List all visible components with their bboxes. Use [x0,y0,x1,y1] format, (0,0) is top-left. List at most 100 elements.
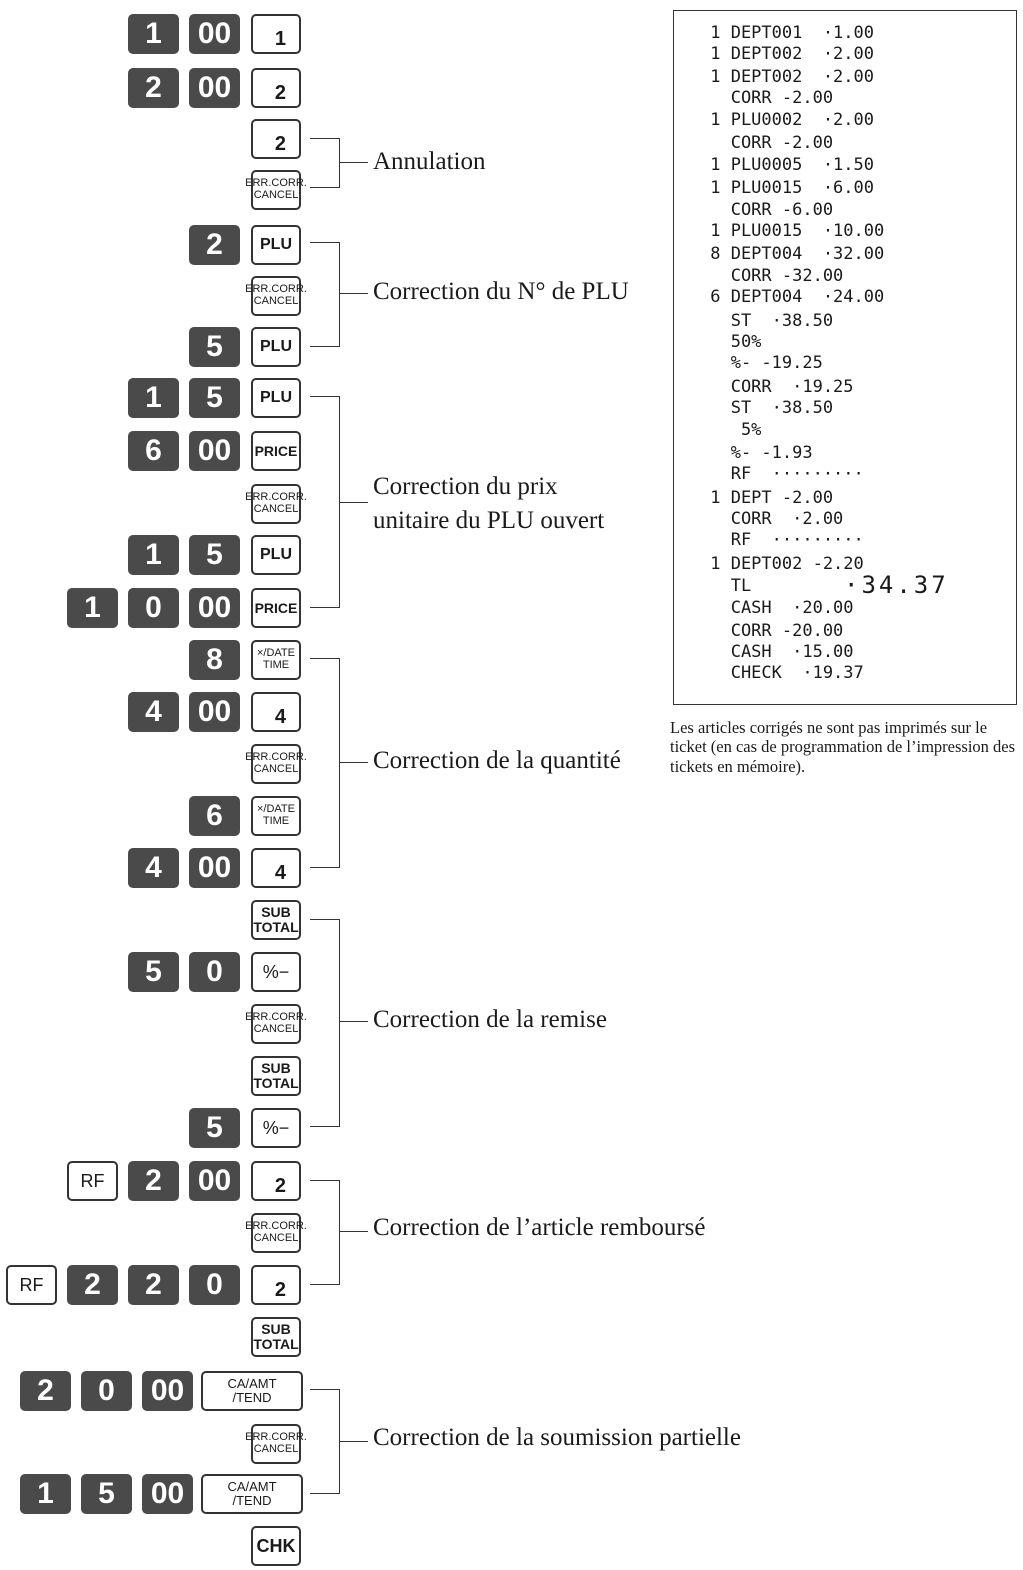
key-2[interactable]: 2 [128,1161,179,1201]
key-0[interactable]: 0 [81,1371,132,1411]
label-plu-number: Correction du N° de PLU [373,278,629,305]
receipt-line: CORR ·2.00 [700,509,844,529]
receipt-line: CORR -2.00 [700,88,834,108]
receipt-line: CHECK ·19.37 [700,663,864,683]
key-00[interactable]: 00 [189,848,240,888]
receipt-line: 1 DEPT001 ·1.00 [700,23,874,43]
key-00[interactable]: 00 [189,588,240,628]
err-corr-cancel-key[interactable]: ERR.CORR.CANCEL [245,1004,307,1044]
brace-plu-number [310,242,340,347]
key-5[interactable]: 5 [189,327,240,367]
dept-2-key[interactable]: 2 [251,1265,301,1305]
key-4[interactable]: 4 [128,848,179,888]
key-2[interactable]: 2 [189,225,240,265]
label-discount: Correction de la remise [373,1006,607,1033]
brace-quantity [310,658,340,868]
receipt-line: 50% [700,332,762,352]
key-00[interactable]: 00 [189,431,240,471]
receipt-line: 6 DEPT004 ·24.00 [700,287,885,307]
err-corr-cancel-key[interactable]: ERR.CORR.CANCEL [245,744,307,784]
key-00[interactable]: 00 [189,68,240,108]
brace-discount [310,919,340,1127]
brace-partial-tender [310,1389,340,1494]
key-00[interactable]: 00 [189,14,240,54]
percent-minus-key[interactable]: %− [251,952,301,992]
receipt-total: ·34.37 [844,571,949,599]
dept-1-key[interactable]: 1 [251,14,301,54]
brace-refund [310,1180,340,1285]
label-partial-tender: Correction de la soumission partielle [373,1424,741,1451]
key-6[interactable]: 6 [189,796,240,836]
plu-key[interactable]: PLU [251,378,301,418]
key-00[interactable]: 00 [189,692,240,732]
key-1[interactable]: 1 [128,14,179,54]
receipt-line: CORR -20.00 [700,621,844,641]
key-6[interactable]: 6 [128,431,179,471]
dept-4-key[interactable]: 4 [251,848,301,888]
err-corr-cancel-key[interactable]: ERR.CORR.CANCEL [245,1424,307,1464]
receipt-line: CORR -6.00 [700,200,834,220]
dept-2-key[interactable]: 2 [251,68,301,108]
key-2[interactable]: 2 [67,1265,118,1305]
key-00[interactable]: 00 [142,1474,193,1514]
receipt-line: 5% [700,420,762,440]
receipt-line: %- -19.25 [700,353,823,373]
key-8[interactable]: 8 [189,640,240,680]
ca-amt-tend-key[interactable]: CA/AMT/TEND [201,1474,303,1514]
key-1[interactable]: 1 [128,378,179,418]
receipt-line: 1 PLU0015 ·10.00 [700,221,885,241]
key-5[interactable]: 5 [189,535,240,575]
key-5[interactable]: 5 [189,378,240,418]
rf-key[interactable]: RF [6,1265,57,1305]
key-0[interactable]: 0 [189,1265,240,1305]
chk-key[interactable]: CHK [251,1526,301,1566]
key-00[interactable]: 00 [142,1371,193,1411]
key-2[interactable]: 2 [128,1265,179,1305]
receipt-line: TL [700,576,752,596]
rf-key[interactable]: RF [67,1161,118,1201]
key-5[interactable]: 5 [189,1108,240,1148]
receipt-note: Les articles corrigés ne sont pas imprim… [670,718,1016,776]
err-corr-cancel-key[interactable]: ERR.CORR.CANCEL [245,170,307,210]
key-0[interactable]: 0 [189,952,240,992]
plu-key[interactable]: PLU [251,327,301,367]
err-corr-cancel-key[interactable]: ERR.CORR.CANCEL [245,276,307,316]
receipt-line: CORR ·19.25 [700,377,854,397]
dept-2-key[interactable]: 2 [251,1161,301,1201]
plu-key[interactable]: PLU [251,535,301,575]
ca-amt-tend-key[interactable]: CA/AMT/TEND [201,1371,303,1411]
plu-key[interactable]: PLU [251,225,301,265]
brace-annulation [310,138,340,188]
receipt-line: 1 DEPT002 ·2.00 [700,44,874,64]
label-quantity: Correction de la quantité [373,747,621,774]
receipt-line: CASH ·20.00 [700,598,854,618]
dept-2-key[interactable]: 2 [251,119,301,159]
key-00[interactable]: 00 [189,1161,240,1201]
price-key[interactable]: PRICE [251,431,301,471]
key-4[interactable]: 4 [128,692,179,732]
key-5[interactable]: 5 [128,952,179,992]
receipt-line: 1 PLU0005 ·1.50 [700,155,874,175]
key-5[interactable]: 5 [81,1474,132,1514]
receipt-line: CORR -32.00 [700,266,844,286]
receipt-line: 1 DEPT002 ·2.00 [700,67,874,87]
price-key[interactable]: PRICE [251,588,301,628]
key-1[interactable]: 1 [20,1474,71,1514]
dept-4-key[interactable]: 4 [251,692,301,732]
receipt-line: RF ········· [700,530,864,550]
brace-price [310,396,340,608]
key-1[interactable]: 1 [67,588,118,628]
key-1[interactable]: 1 [128,535,179,575]
key-2[interactable]: 2 [128,68,179,108]
err-corr-cancel-key[interactable]: ERR.CORR.CANCEL [245,1213,307,1253]
key-0[interactable]: 0 [128,588,179,628]
key-2[interactable]: 2 [20,1371,71,1411]
receipt-line: CORR -2.00 [700,133,834,153]
err-corr-cancel-key[interactable]: ERR.CORR.CANCEL [245,484,307,524]
percent-minus-key[interactable]: %− [251,1108,301,1148]
